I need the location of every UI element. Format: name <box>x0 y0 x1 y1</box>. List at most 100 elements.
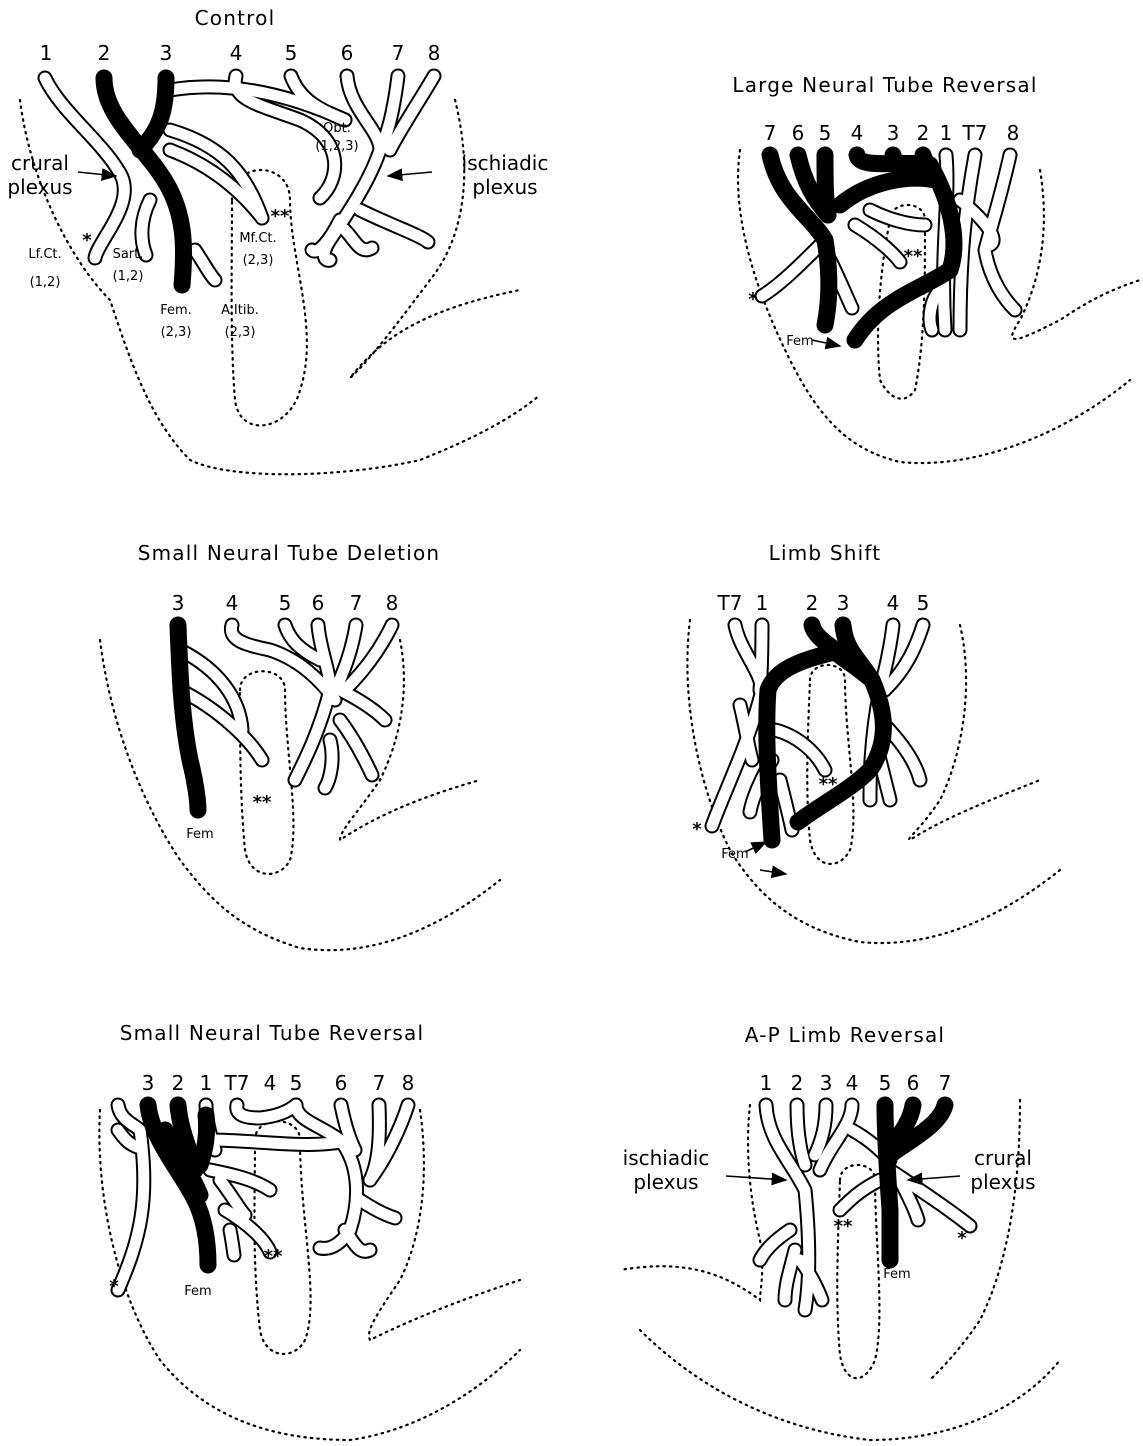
root-numbers: 3 2 1 T7 4 5 6 7 8 <box>142 1071 415 1095</box>
root-label: 8 <box>1007 121 1020 145</box>
root-label: 1 <box>40 41 53 65</box>
root-label: 5 <box>879 1071 892 1095</box>
root-label: 2 <box>172 1071 185 1095</box>
single-star: * <box>82 230 92 251</box>
crural-plexus-label: plexus <box>7 175 72 199</box>
root-label: 5 <box>819 121 832 145</box>
root-label: 1 <box>940 121 953 145</box>
root-label: 6 <box>335 1071 348 1095</box>
root-label: 8 <box>428 41 441 65</box>
ischiadic-plexus-label: ischiadic <box>462 151 549 175</box>
single-star: * <box>957 1228 967 1249</box>
root-label: 4 <box>264 1071 277 1095</box>
panel-large-reversal: Large Neural Tube Reversal 7 6 5 4 3 2 1… <box>732 73 1140 463</box>
panel-ap-reversal: A-P Limb Reversal 1 2 3 4 5 6 7 <box>620 1023 1060 1440</box>
root-label: 6 <box>341 41 354 65</box>
white-nerves <box>760 1105 970 1310</box>
fem-label: Fem <box>186 827 213 842</box>
root-label: 6 <box>792 121 805 145</box>
root-label: 4 <box>851 121 864 145</box>
double-star: ** <box>264 1246 283 1267</box>
root-label: 4 <box>226 591 239 615</box>
root-label: 1 <box>756 591 769 615</box>
root-label: 3 <box>160 41 173 65</box>
root-label: T7 <box>717 591 743 615</box>
root-label: 7 <box>939 1071 952 1095</box>
fem-label: Fem. <box>160 303 192 318</box>
root-label: 8 <box>386 591 399 615</box>
root-label: 8 <box>402 1071 415 1095</box>
double-star: ** <box>271 206 290 227</box>
root-numbers: 1 2 3 4 5 6 7 <box>760 1071 952 1095</box>
root-label: T7 <box>962 121 988 145</box>
panel-small-deletion: Small Neural Tube Deletion 3 4 5 6 7 8 <box>100 541 500 950</box>
root-label: 7 <box>764 121 777 145</box>
root-label: 2 <box>791 1071 804 1095</box>
fem-label: Fem <box>786 334 813 349</box>
obt-label: (1,2,3) <box>315 139 358 154</box>
root-label: 6 <box>907 1071 920 1095</box>
panel-title: Large Neural Tube Reversal <box>732 73 1037 97</box>
double-star: ** <box>819 774 838 795</box>
root-label: 4 <box>887 591 900 615</box>
obt-label: Obt. <box>323 121 351 136</box>
root-numbers: 7 6 5 4 3 2 1 T7 8 <box>764 121 1020 145</box>
root-numbers: T7 1 2 3 4 5 <box>717 591 930 615</box>
lfct-label: (1,2) <box>30 275 61 290</box>
single-star: * <box>748 289 758 310</box>
crural-plexus-label: crural <box>974 1146 1032 1170</box>
root-label: 2 <box>806 591 819 615</box>
aitib-label: (2,3) <box>225 325 256 340</box>
single-star: * <box>109 1276 119 1297</box>
root-label: 2 <box>98 41 111 65</box>
root-label: 1 <box>200 1071 213 1095</box>
sart-label: Sart. <box>113 247 144 262</box>
root-label: 6 <box>312 591 325 615</box>
root-label: 5 <box>917 591 930 615</box>
root-label: 7 <box>373 1071 386 1095</box>
double-star: ** <box>253 792 272 813</box>
root-label: T7 <box>224 1071 250 1095</box>
crural-plexus-label: plexus <box>970 1170 1035 1194</box>
limb-outline <box>100 640 500 950</box>
root-label: 3 <box>837 591 850 615</box>
panel-small-reversal: Small Neural Tube Reversal 3 2 1 T7 4 5 … <box>99 1021 520 1440</box>
fem-label: (2,3) <box>161 325 192 340</box>
root-label: 3 <box>172 591 185 615</box>
white-nerves <box>180 625 392 788</box>
panel-control: Control 1 2 3 4 5 6 7 8 <box>7 6 548 474</box>
black-nerves <box>148 1105 208 1265</box>
single-star: * <box>692 819 702 840</box>
ischiadic-plexus-label: plexus <box>633 1170 698 1194</box>
ischiadic-plexus-label: ischiadic <box>623 1146 710 1170</box>
panel-limb-shift: Limb Shift T7 1 2 3 4 5 <box>687 541 1060 943</box>
root-label: 3 <box>887 121 900 145</box>
panel-title: Small Neural Tube Deletion <box>138 541 441 565</box>
mfct-label: (2,3) <box>243 253 274 268</box>
root-label: 4 <box>846 1071 859 1095</box>
root-label: 4 <box>230 41 243 65</box>
root-label: 2 <box>917 121 930 145</box>
fem-label: Fem <box>883 1267 910 1282</box>
root-label: 7 <box>350 591 363 615</box>
root-label: 7 <box>392 41 405 65</box>
root-label: 1 <box>760 1071 773 1095</box>
ischiadic-plexus-label: plexus <box>472 175 537 199</box>
root-numbers: 1 2 3 4 5 6 7 8 <box>40 41 441 65</box>
lfct-label: Lf.Ct. <box>28 247 61 262</box>
root-numbers: 3 4 5 6 7 8 <box>172 591 399 615</box>
root-label: 5 <box>279 591 292 615</box>
mfct-label: Mf.Ct. <box>239 231 276 246</box>
panel-title: Small Neural Tube Reversal <box>120 1021 425 1045</box>
fem-label: Fem <box>184 1284 211 1299</box>
crural-plexus-label: crural <box>11 151 69 175</box>
root-label: 3 <box>142 1071 155 1095</box>
fem-label: Fem <box>721 847 748 862</box>
double-star: ** <box>834 1216 853 1237</box>
root-label: 5 <box>285 41 298 65</box>
root-label: 5 <box>290 1071 303 1095</box>
panel-title: Limb Shift <box>769 541 882 565</box>
double-star: ** <box>904 246 923 267</box>
root-label: 3 <box>820 1071 833 1095</box>
